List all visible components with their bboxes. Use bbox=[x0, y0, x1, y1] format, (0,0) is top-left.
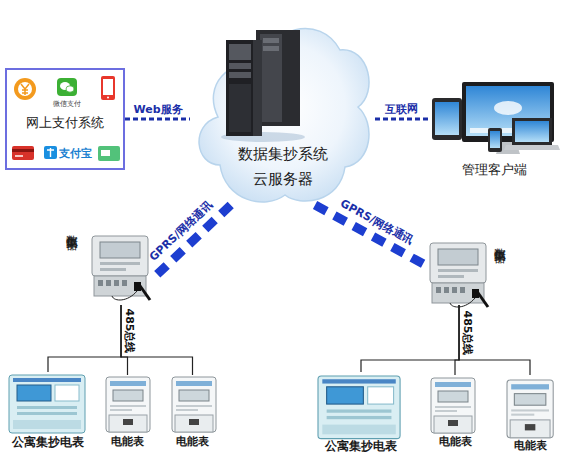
concentrator-device bbox=[430, 243, 488, 307]
server-shadow bbox=[221, 132, 305, 142]
gprs-connector bbox=[152, 205, 231, 279]
node-text: 公寓集抄电表 bbox=[315, 440, 407, 454]
apartment-meter: 公寓集抄电表 bbox=[8, 372, 88, 452]
drive-bay bbox=[263, 38, 279, 43]
drive-bay bbox=[229, 72, 251, 78]
monitor-screen bbox=[466, 86, 550, 136]
wechat-icon bbox=[66, 86, 74, 92]
phone-icon bbox=[103, 79, 113, 95]
phone-icon bbox=[107, 97, 109, 99]
node-text: 电能表 bbox=[165, 435, 220, 448]
yuan-icon bbox=[18, 82, 32, 96]
yuan-icon bbox=[21, 84, 29, 95]
edge-label: Web服务 bbox=[133, 104, 182, 115]
apartment-meter-device bbox=[9, 375, 85, 433]
bus-connector bbox=[121, 305, 192, 375]
payment-icons bbox=[12, 76, 120, 161]
laptop-screen bbox=[515, 121, 549, 142]
server-side bbox=[253, 40, 262, 136]
apartment-meter-device bbox=[318, 376, 400, 439]
edge-label: GPRS/网络通讯 bbox=[339, 197, 416, 246]
edge-label: 485总线 bbox=[124, 309, 135, 354]
edge-label: 互联网 bbox=[385, 103, 418, 114]
monitor-stand bbox=[496, 142, 520, 154]
energy-meter-device bbox=[431, 378, 475, 433]
energy-meter: 电能表 bbox=[425, 375, 485, 447]
card-icon bbox=[101, 150, 110, 156]
energy-meter: 电能表 bbox=[165, 375, 220, 450]
bus-connector bbox=[455, 305, 459, 375]
drive-bay bbox=[229, 44, 251, 60]
energy-meter-device bbox=[507, 380, 553, 438]
web-connector bbox=[375, 117, 428, 120]
node-text: 电能表 bbox=[425, 435, 485, 448]
cloud-shape bbox=[199, 28, 369, 201]
concentrator-device bbox=[92, 236, 150, 300]
node-text: 电能表 bbox=[100, 435, 155, 448]
bus-connector bbox=[121, 305, 127, 375]
wechat-icon bbox=[57, 78, 77, 96]
node-text: 数据集抄系统 云服务器 bbox=[234, 142, 331, 192]
bus-connector bbox=[48, 305, 121, 372]
payment-system-box: 网上支付系统 bbox=[5, 68, 125, 170]
monitor bbox=[462, 82, 554, 142]
laptop bbox=[512, 118, 552, 145]
node-text: 管理客户端 bbox=[428, 162, 560, 178]
screen-bar bbox=[470, 128, 546, 133]
server-tower bbox=[256, 30, 300, 126]
laptop-base bbox=[504, 145, 560, 150]
node-text: 网上支付系统 bbox=[7, 115, 123, 130]
edge-label: GPRS/网络通讯 bbox=[148, 199, 215, 263]
phone bbox=[488, 128, 502, 152]
web-connector bbox=[125, 118, 190, 121]
screen-cloud bbox=[494, 101, 522, 115]
drive-bay bbox=[263, 46, 279, 51]
bus-connector bbox=[459, 305, 530, 375]
energy-meter: 电能表 bbox=[500, 375, 560, 453]
data-concentrator: 数据集中器 bbox=[65, 222, 152, 305]
gprs-connector bbox=[315, 205, 425, 265]
drive-bay bbox=[229, 63, 251, 69]
phone-icon bbox=[101, 76, 115, 100]
energy-meter: 电能表 bbox=[100, 375, 155, 450]
bus-connector bbox=[361, 305, 459, 372]
server-illustration bbox=[221, 30, 305, 142]
cloud-server: 数据集抄系统 云服务器 bbox=[190, 5, 375, 205]
card-icon bbox=[98, 146, 120, 161]
client-devices bbox=[432, 82, 560, 154]
energy-meter-device bbox=[106, 377, 150, 432]
card-icon bbox=[12, 146, 34, 160]
card-icon bbox=[15, 155, 23, 157]
node-text: 电能表 bbox=[500, 439, 560, 452]
management-client: 管理客户端 bbox=[428, 70, 560, 185]
alipay-icon bbox=[47, 148, 54, 157]
wechat-icon bbox=[60, 82, 70, 90]
yuan-icon bbox=[14, 78, 36, 100]
node-text: 数据集中器 bbox=[493, 238, 507, 243]
tablet bbox=[432, 98, 462, 140]
server-grille bbox=[229, 84, 251, 132]
energy-meter-device bbox=[172, 377, 216, 432]
data-concentrator: 数据集中器 bbox=[425, 232, 507, 305]
server-tower bbox=[226, 40, 262, 136]
apartment-meter: 公寓集抄电表 bbox=[315, 372, 407, 455]
node-text: 数据集中器 bbox=[65, 225, 79, 230]
card-icon bbox=[12, 149, 34, 152]
node-text: 公寓集抄电表 bbox=[8, 436, 88, 450]
phone-screen bbox=[490, 131, 500, 148]
server-panel bbox=[260, 34, 282, 122]
tablet-screen bbox=[435, 102, 459, 135]
edge-label: 485总线 bbox=[462, 310, 473, 355]
alipay-icon bbox=[44, 146, 57, 159]
